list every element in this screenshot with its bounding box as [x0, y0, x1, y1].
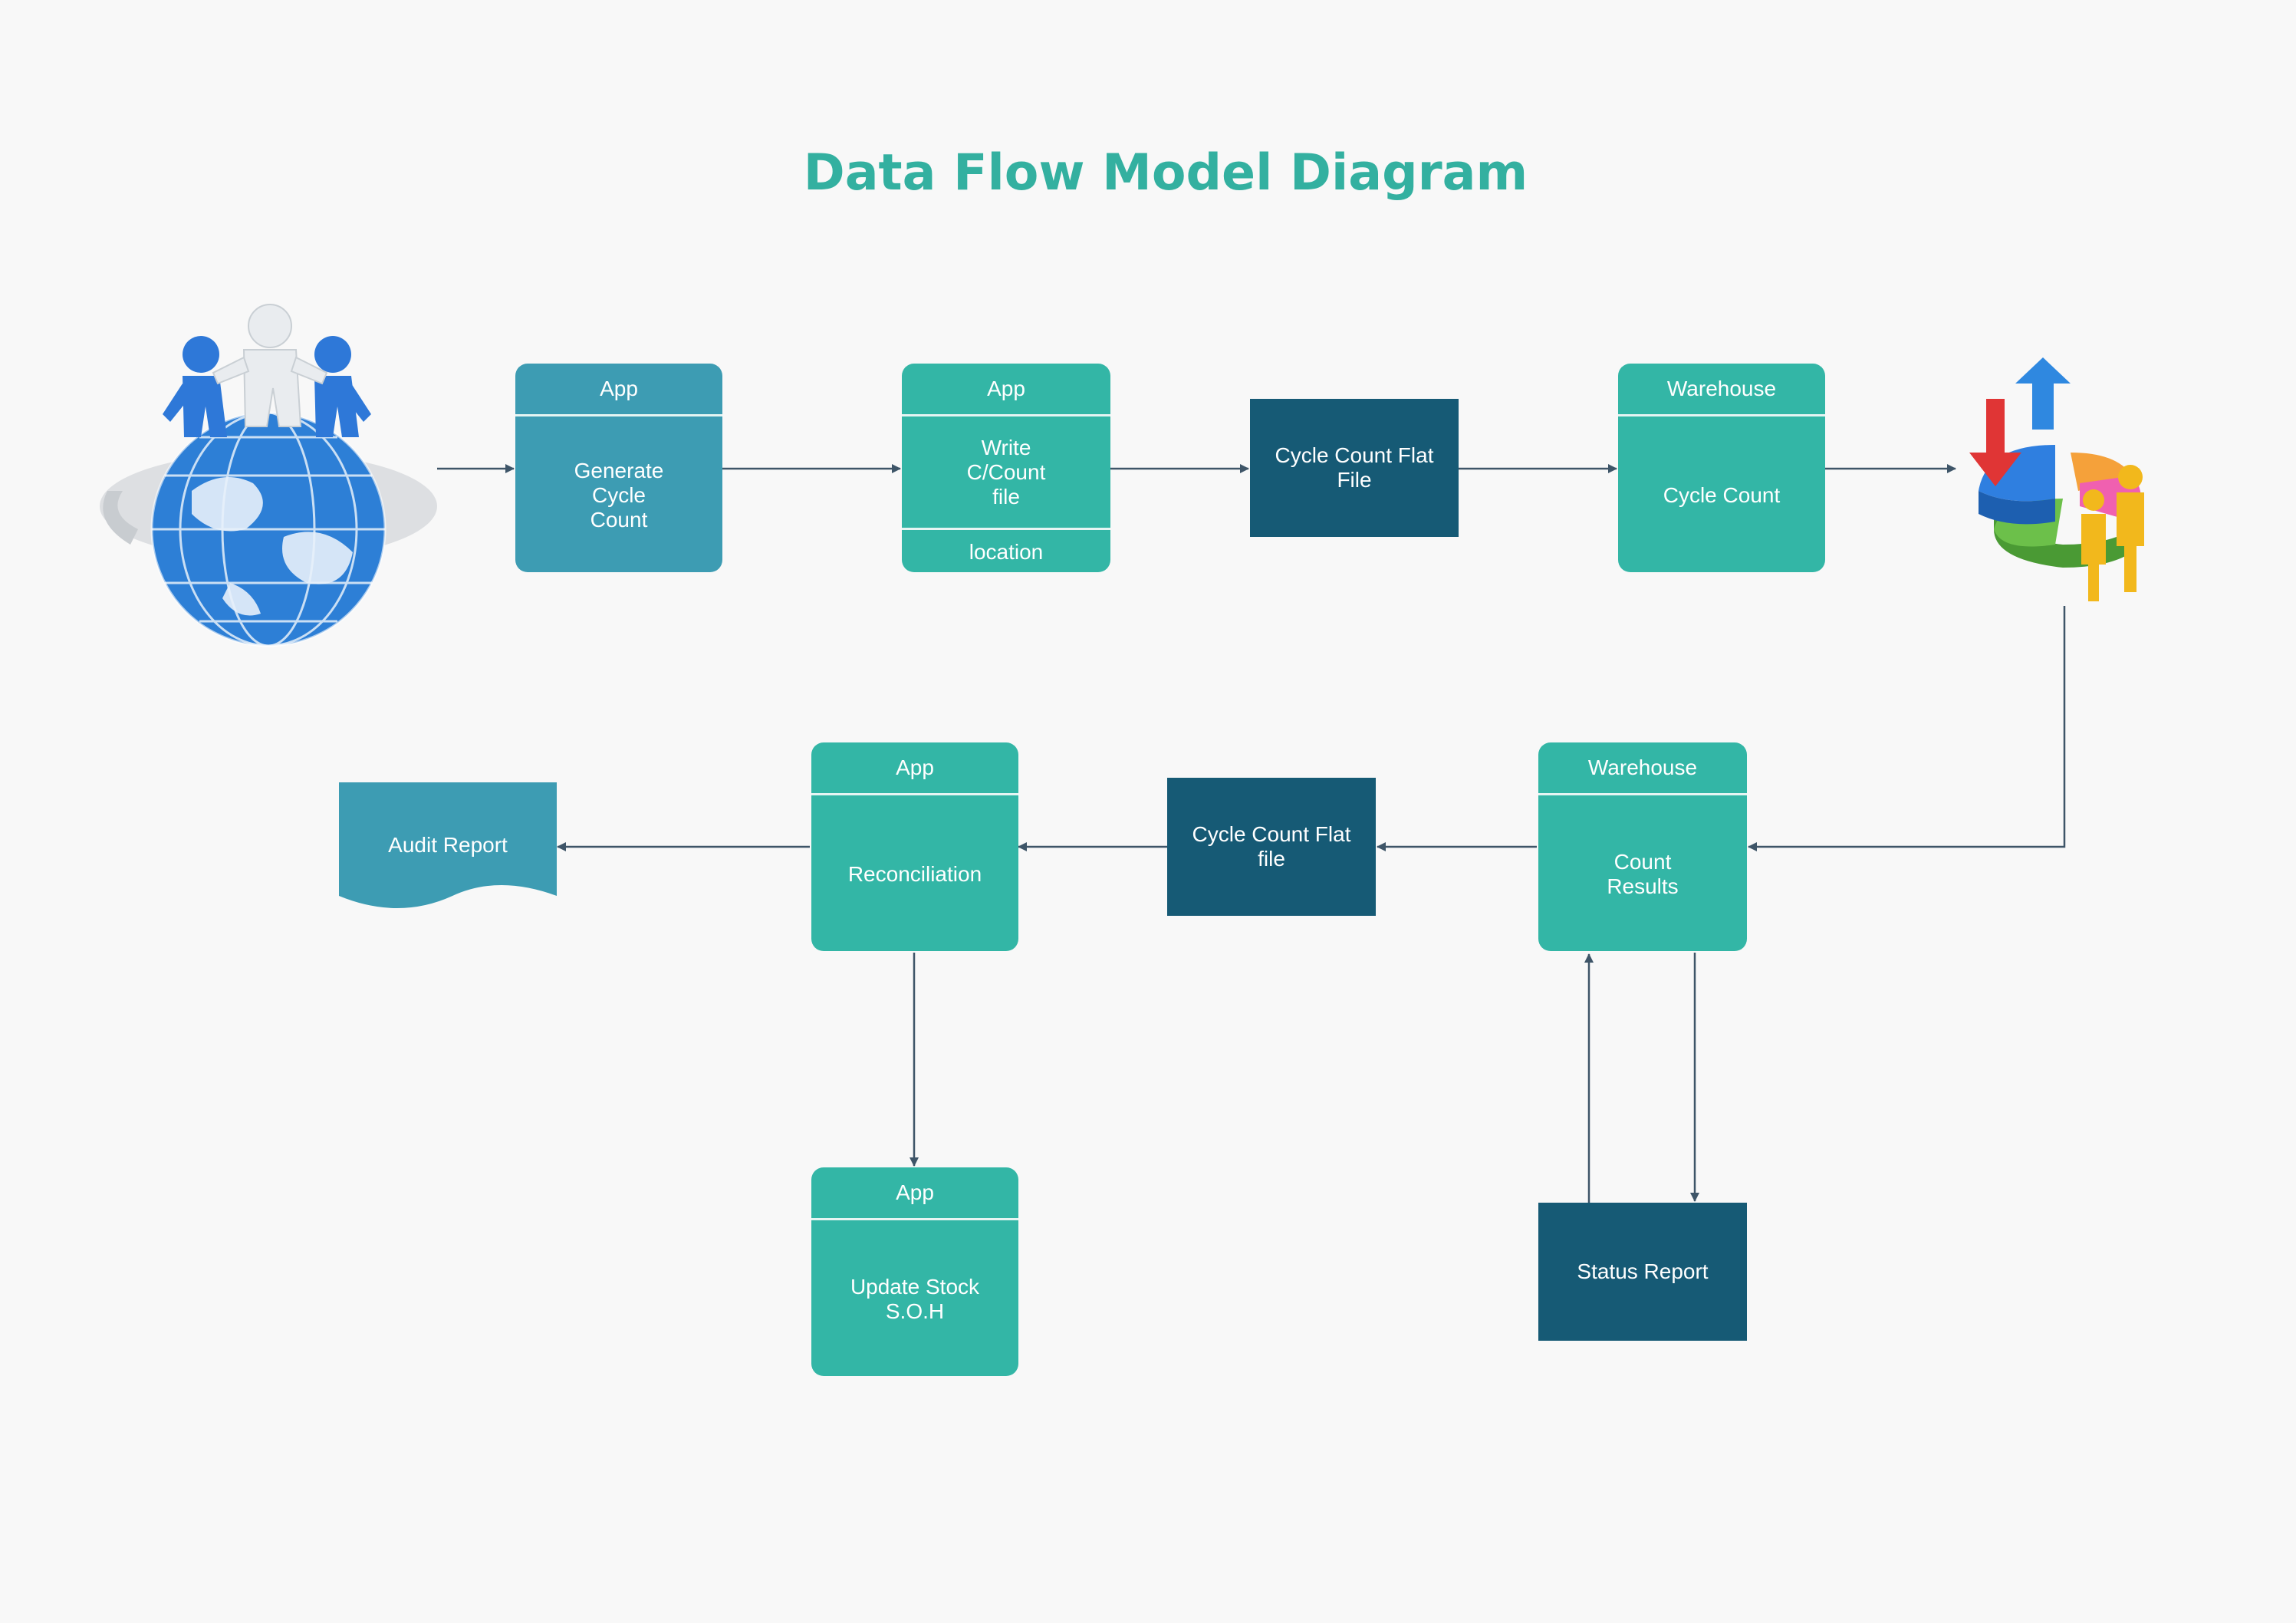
- document-audit-report-label: Audit Report: [388, 833, 508, 857]
- process-header: Warehouse: [1538, 742, 1747, 795]
- process-update-stock[interactable]: App Update Stock S.O.H: [811, 1167, 1018, 1376]
- process-header: Warehouse: [1618, 364, 1825, 416]
- process-header: App: [811, 742, 1018, 795]
- store-status-report[interactable]: Status Report: [1538, 1203, 1747, 1341]
- process-warehouse-count-results[interactable]: Warehouse Count Results: [1538, 742, 1747, 951]
- process-header: App: [515, 364, 722, 416]
- process-warehouse-cycle-count[interactable]: Warehouse Cycle Count: [1618, 364, 1825, 572]
- process-label: Cycle Count: [1663, 483, 1781, 507]
- process-header: App: [902, 364, 1110, 416]
- process-label: Generate Cycle Count: [574, 459, 664, 532]
- arrow-chart-to-countresults: [1748, 606, 2066, 851]
- process-label: Reconciliation: [847, 862, 982, 886]
- store-cycle-count-flat-file-bottom[interactable]: Cycle Count Flat file: [1167, 778, 1376, 916]
- process-footer: location: [902, 528, 1110, 572]
- process-reconciliation[interactable]: App Reconciliation: [811, 742, 1018, 951]
- page-title: Data Flow Model Diagram: [803, 144, 1528, 202]
- process-label: Update Stock S.O.H: [850, 1275, 980, 1323]
- process-label: Write C/Count file: [966, 435, 1046, 509]
- process-label: Count Results: [1607, 850, 1679, 898]
- store-cycle-count-flat-file-top[interactable]: Cycle Count Flat File: [1250, 399, 1459, 537]
- process-write-ccount-file[interactable]: App Write C/Count file location: [902, 364, 1110, 572]
- process-generate-cycle-count[interactable]: App Generate Cycle Count: [515, 364, 722, 572]
- process-header: App: [811, 1167, 1018, 1220]
